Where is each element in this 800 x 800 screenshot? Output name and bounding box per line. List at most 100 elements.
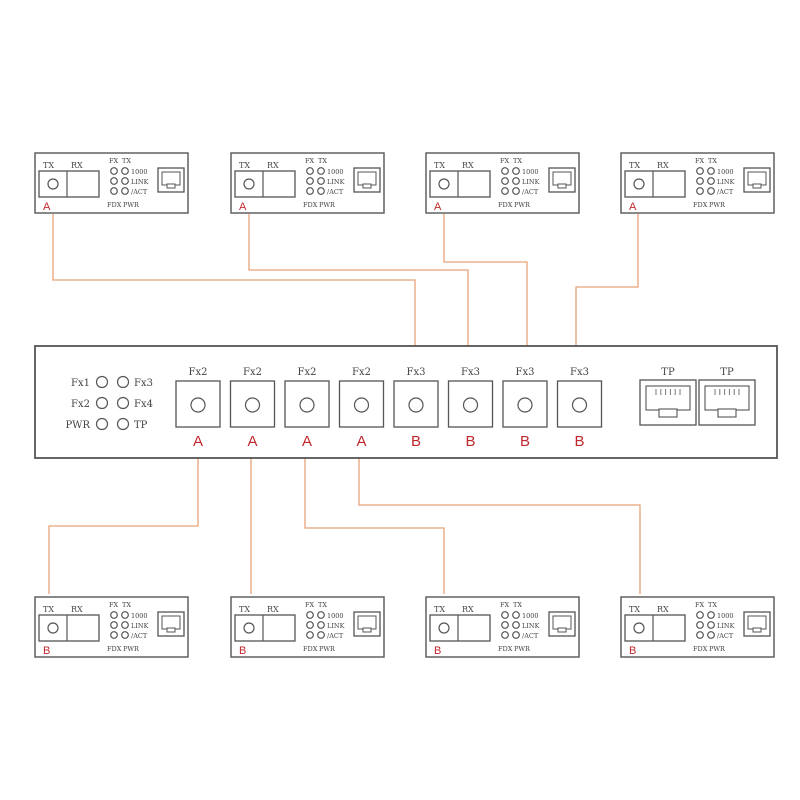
- status-led: [306, 631, 314, 639]
- tx-led-label: TX: [318, 157, 327, 165]
- fiber-port-label: Fx3: [570, 367, 589, 378]
- rj45-port: [743, 167, 771, 193]
- fiber-hole: [408, 397, 424, 413]
- tp-port-socket: [698, 379, 756, 426]
- link-label: LINK: [522, 178, 540, 186]
- fiber-port-label: Fx2: [243, 367, 262, 378]
- fiber-hole: [47, 178, 59, 190]
- fiber-hole: [462, 397, 479, 413]
- status-led: [306, 187, 314, 195]
- tx-label: TX: [434, 161, 445, 170]
- switch-led-label: Fx1: [71, 378, 90, 389]
- status-led: [121, 611, 129, 619]
- fiber-port-label: Fx2: [298, 367, 317, 378]
- fx-label: FX: [695, 601, 705, 609]
- tp-port-socket: [639, 379, 697, 426]
- act-label: /ACT: [717, 632, 734, 640]
- switch-led-label: Fx2: [71, 399, 90, 410]
- fiber-port-tag: A: [193, 433, 203, 450]
- fdx-label: FDX: [498, 201, 513, 209]
- fiber-port-tag: A: [356, 433, 366, 450]
- tx-label: TX: [43, 161, 54, 170]
- switch-led: [95, 396, 109, 410]
- led-group: [110, 167, 129, 195]
- led-group: [501, 167, 520, 195]
- fiber-port-label: Fx3: [407, 367, 426, 378]
- fiber-hole: [438, 178, 450, 190]
- fx-label: FX: [500, 601, 510, 609]
- pwr-label: PWR: [514, 645, 531, 653]
- tx-led-label: TX: [122, 601, 131, 609]
- act-label: /ACT: [131, 188, 148, 196]
- switch-led-label: PWR: [65, 420, 90, 431]
- led-group: [501, 611, 520, 639]
- act-label: /ACT: [327, 632, 344, 640]
- fx-label: FX: [500, 157, 510, 165]
- fiber-port-tag: A: [302, 433, 312, 450]
- wire-top-2: [248, 214, 469, 346]
- status-led: [317, 167, 325, 175]
- link-label: LINK: [717, 622, 735, 630]
- tx-led-label: TX: [122, 157, 131, 165]
- status-led: [707, 631, 715, 639]
- status-led: [512, 177, 520, 185]
- switch-led: [95, 375, 109, 389]
- status-led: [121, 177, 129, 185]
- rx-label: RX: [267, 605, 279, 614]
- wire-bottom-4: [358, 458, 641, 594]
- fiber-hole: [633, 622, 645, 634]
- status-led: [317, 611, 325, 619]
- speed-1000-label: 1000: [327, 612, 344, 620]
- fiber-port-label: Fx3: [516, 367, 535, 378]
- tx-led-label: TX: [513, 601, 522, 609]
- speed-1000-label: 1000: [717, 612, 734, 620]
- status-led: [121, 621, 129, 629]
- rx-label: RX: [267, 161, 279, 170]
- rx-label: RX: [462, 605, 474, 614]
- pwr-label: PWR: [123, 201, 140, 209]
- status-led: [501, 177, 509, 185]
- fiber-port-label: Fx3: [461, 367, 480, 378]
- fdx-label: FDX: [107, 201, 122, 209]
- link-label: LINK: [522, 622, 540, 630]
- act-label: /ACT: [522, 188, 539, 196]
- converter-tag-label: A: [43, 201, 51, 213]
- status-led: [121, 187, 129, 195]
- fx-label: FX: [695, 157, 705, 165]
- switch-led: [116, 375, 130, 389]
- fdx-label: FDX: [693, 645, 708, 653]
- status-led: [707, 167, 715, 175]
- connection-wires: [48, 214, 641, 594]
- status-led: [121, 167, 129, 175]
- fiber-port-tag: B: [520, 433, 530, 450]
- rj45-port: [353, 167, 381, 193]
- fiber-port-tag: B: [411, 433, 421, 450]
- status-led: [121, 631, 129, 639]
- switch-led-label: Fx4: [134, 399, 153, 410]
- status-led: [696, 621, 704, 629]
- status-led: [317, 631, 325, 639]
- converter-tag-label: A: [434, 201, 442, 213]
- fdx-label: FDX: [303, 645, 318, 653]
- tx-led-label: TX: [318, 601, 327, 609]
- link-label: LINK: [131, 622, 149, 630]
- status-led: [707, 611, 715, 619]
- link-label: LINK: [327, 178, 345, 186]
- status-led: [306, 611, 314, 619]
- rx-label: RX: [657, 605, 669, 614]
- status-led: [512, 611, 520, 619]
- led-group: [696, 167, 715, 195]
- tx-led-label: TX: [513, 157, 522, 165]
- status-led: [707, 187, 715, 195]
- fiber-port-label: Fx2: [189, 367, 208, 378]
- status-led: [110, 177, 118, 185]
- converter-tag-label: A: [629, 201, 637, 213]
- status-led: [110, 611, 118, 619]
